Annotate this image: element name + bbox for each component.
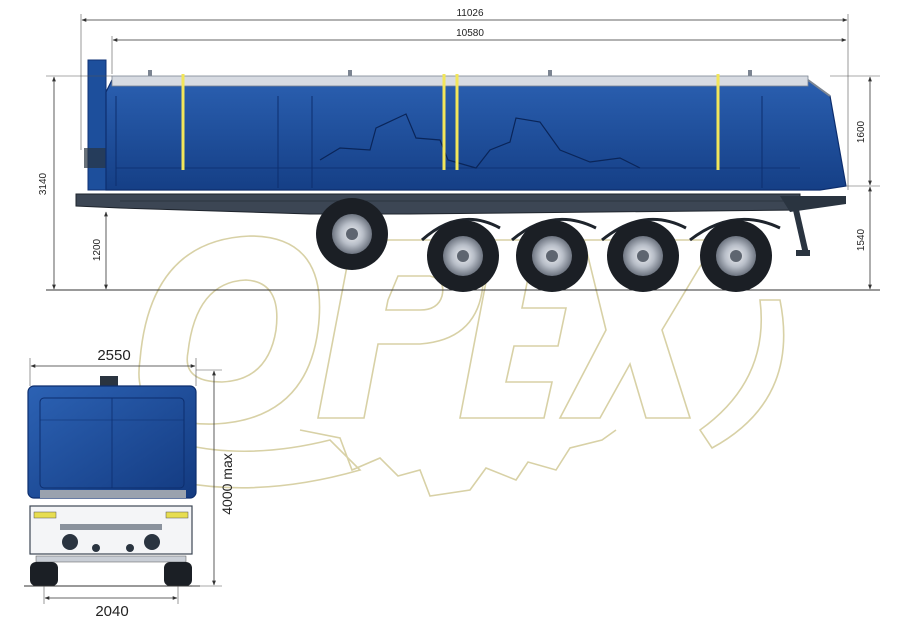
- side-dimensions: 11026 10580 3140 1600 1540 1200: [38, 8, 880, 290]
- wheel-axle-4: [700, 220, 772, 292]
- rear-tyre-right: [164, 562, 192, 586]
- dim-overall-length: 11026: [456, 8, 484, 19]
- top-rail: [111, 75, 809, 87]
- wheel-lift-axle: [316, 198, 388, 270]
- chassis-frame: [75, 193, 801, 215]
- dim-track-width: 2040: [95, 603, 128, 620]
- dim-overall-height: 3140: [38, 172, 49, 195]
- dim-max-tipping-height: 4000 max: [219, 453, 235, 514]
- front-coupling: [780, 196, 846, 212]
- dim-body-height: 1600: [856, 120, 867, 143]
- dim-overall-width: 2550: [97, 347, 130, 364]
- wheel-axle-1: [427, 220, 499, 292]
- rear-view: [24, 376, 200, 587]
- rear-tyre-left: [30, 562, 58, 586]
- rear-bumper: [35, 555, 187, 563]
- rear-dimensions: 2550 4000 max 2040: [29, 347, 235, 620]
- dim-coupling-height: 1540: [856, 228, 867, 251]
- wheel-axle-2: [516, 220, 588, 292]
- tipper-body: [105, 79, 847, 191]
- logo-swoosh-right: [698, 299, 785, 450]
- wheel-axle-3: [607, 220, 679, 292]
- landing-leg-foot: [796, 250, 810, 256]
- rear-top-cap: [100, 376, 118, 388]
- dim-body-length: 10580: [456, 28, 484, 39]
- logo-gear: [299, 429, 617, 497]
- dim-frame-height: 1200: [92, 238, 103, 261]
- side-view: [46, 59, 880, 292]
- rear-door-frame: [87, 59, 107, 191]
